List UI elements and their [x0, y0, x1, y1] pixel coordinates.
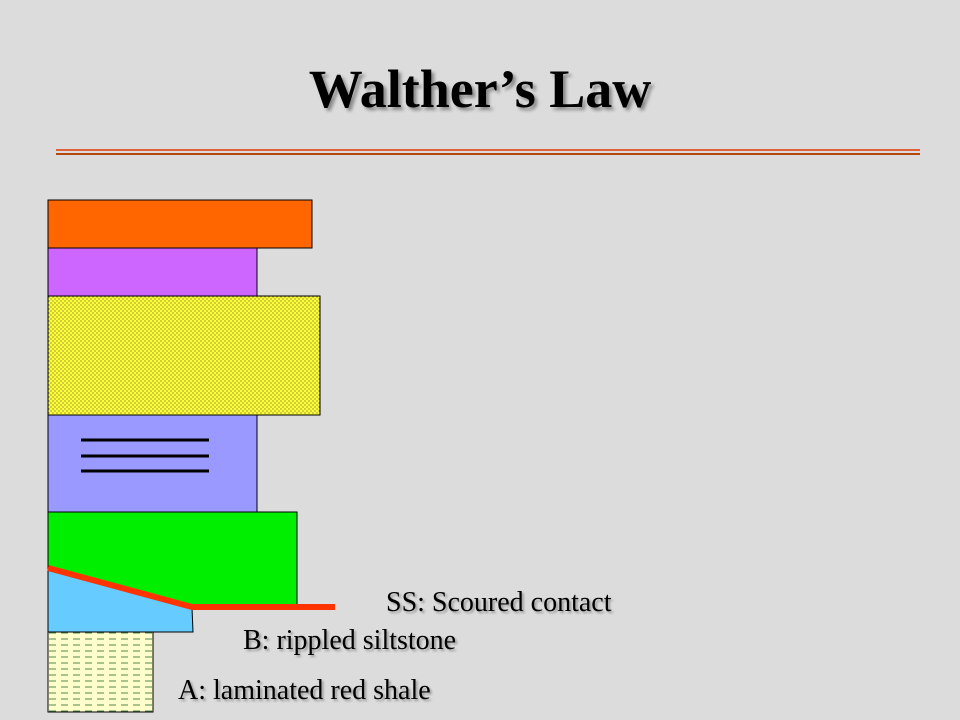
bed-purple — [47, 247, 258, 297]
label-rippled-siltstone: B: rippled siltstone — [243, 625, 457, 656]
title-underline-dark — [56, 153, 920, 155]
bed-orange — [47, 199, 313, 249]
bed-blue — [47, 414, 258, 513]
bed-red-shale — [47, 631, 154, 713]
bed-yellow-sandstone — [47, 295, 321, 416]
label-scoured-contact: SS: Scoured contact — [386, 587, 612, 618]
scoured-contact-line — [47, 565, 335, 610]
title-underline-light — [56, 149, 920, 151]
label-laminated-red-shale: A: laminated red shale — [178, 675, 431, 706]
slide-title: Walther’s Law — [308, 59, 652, 119]
